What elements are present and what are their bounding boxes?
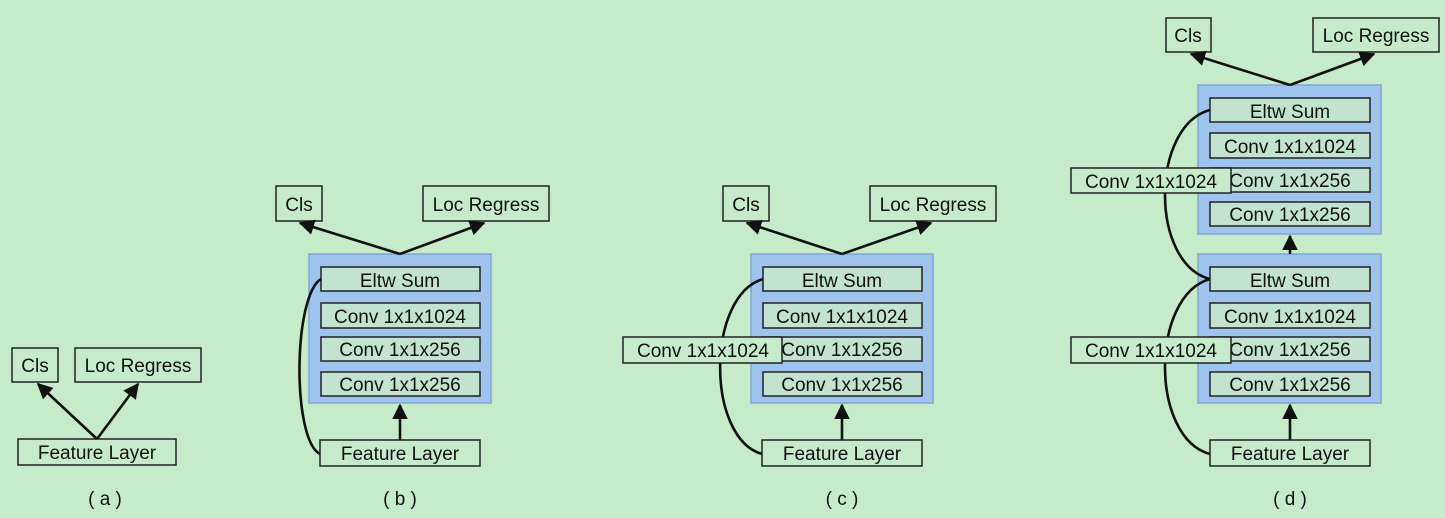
conv-256-label: Conv 1x1x256 <box>339 340 460 361</box>
conv-256-label: Conv 1x1x256 <box>339 375 460 396</box>
loc-regress-box <box>869 185 997 222</box>
eltw-sum-box <box>320 266 481 292</box>
loc-regress-label: Loc Regress <box>433 195 540 216</box>
loc-regress-label: Loc Regress <box>85 356 192 377</box>
cls-box <box>275 185 323 222</box>
feature-layer-label: Feature Layer <box>783 444 902 465</box>
conv-1024-label: Conv 1x1x1024 <box>776 307 908 328</box>
shortcut-conv-1024-label: Conv 1x1x1024 <box>637 341 769 362</box>
conv-256-label: Conv 1x1x256 <box>1229 375 1350 396</box>
arrow-to-cls <box>1189 50 1291 87</box>
caption-a: ( a ) <box>88 489 122 510</box>
conv-1024-box <box>1209 132 1371 159</box>
conv-1024-label: Conv 1x1x1024 <box>334 307 466 328</box>
loc-regress-box <box>1312 17 1440 53</box>
projection-shortcut <box>718 277 764 456</box>
feature-layer-box <box>761 439 923 467</box>
arrow-to-cls <box>745 219 843 256</box>
conv-256-box <box>1209 201 1371 227</box>
conv-256-box <box>1209 167 1371 193</box>
feature-layer-box <box>319 439 481 467</box>
shortcut-conv-1024-label: Conv 1x1x1024 <box>1085 341 1217 362</box>
conv-1024-box <box>320 302 481 329</box>
shortcut-conv-1024-box <box>622 336 783 364</box>
conv-256-label: Conv 1x1x256 <box>1229 340 1350 361</box>
cls-box <box>11 347 59 383</box>
feature-layer-label: Feature Layer <box>38 443 157 464</box>
panel-a: Cls Loc Regress Feature Layer ( a ) <box>11 347 202 510</box>
conv-256-box <box>762 371 923 397</box>
caption-c: ( c ) <box>826 489 859 510</box>
loc-regress-box <box>422 185 550 222</box>
conv-256-box <box>1209 371 1371 397</box>
eltw-sum-box <box>1209 97 1371 123</box>
cls-label: Cls <box>1174 26 1201 47</box>
arrow-to-cls <box>298 219 401 256</box>
panel-b: Cls Loc Regress Eltw Sum Conv 1x1x1024 C… <box>275 185 550 510</box>
cls-label: Cls <box>21 356 48 377</box>
conv-1024-label: Conv 1x1x1024 <box>1224 307 1356 328</box>
loc-regress-label: Loc Regress <box>1323 26 1430 47</box>
eltw-sum-box <box>1209 266 1371 292</box>
conv-1024-box <box>762 302 923 329</box>
cls-label: Cls <box>285 195 312 216</box>
panel-c: Cls Loc Regress Eltw Sum Conv 1x1x1024 C… <box>622 185 997 510</box>
conv-1024-label: Conv 1x1x1024 <box>1224 137 1356 158</box>
arrow-to-loc-regress <box>841 220 933 256</box>
cls-label: Cls <box>732 195 759 216</box>
feature-layer-label: Feature Layer <box>1231 444 1350 465</box>
eltw-sum-label: Eltw Sum <box>802 271 882 292</box>
eltw-sum-label: Eltw Sum <box>1250 271 1330 292</box>
loc-regress-box <box>74 347 202 383</box>
projection-shortcut-upper <box>1163 108 1211 281</box>
arrow-to-loc-regress <box>95 382 140 440</box>
conv-1024-box <box>1209 302 1371 329</box>
eltw-sum-label: Eltw Sum <box>1250 102 1330 123</box>
skip-connection <box>298 277 322 456</box>
conv-256-box <box>320 371 481 397</box>
eltw-sum-label: Eltw Sum <box>360 271 440 292</box>
feature-layer-label: Feature Layer <box>341 444 460 465</box>
conv-256-label: Conv 1x1x256 <box>1229 171 1350 192</box>
arrow-to-cls <box>36 382 98 440</box>
conv-256-box <box>1209 336 1371 362</box>
caption-b: ( b ) <box>383 489 417 510</box>
cls-box <box>1165 17 1212 53</box>
conv-256-label: Conv 1x1x256 <box>781 340 902 361</box>
caption-d: ( d ) <box>1273 489 1307 510</box>
loc-regress-label: Loc Regress <box>880 195 987 216</box>
shortcut-conv-1024-box <box>1070 336 1232 364</box>
conv-256-label: Conv 1x1x256 <box>1229 205 1350 226</box>
panel-d: Cls Loc Regress Eltw Sum Conv 1x1x1024 C… <box>1070 17 1440 510</box>
shortcut-conv-1024-box <box>1070 167 1232 194</box>
conv-256-box <box>320 336 481 362</box>
projection-shortcut-lower <box>1163 277 1211 456</box>
arrow-to-loc-regress <box>399 220 486 256</box>
arrow-to-loc-regress <box>1289 51 1376 87</box>
conv-256-label: Conv 1x1x256 <box>781 375 902 396</box>
eltw-sum-box <box>762 266 923 292</box>
shortcut-conv-1024-label: Conv 1x1x1024 <box>1085 172 1217 193</box>
